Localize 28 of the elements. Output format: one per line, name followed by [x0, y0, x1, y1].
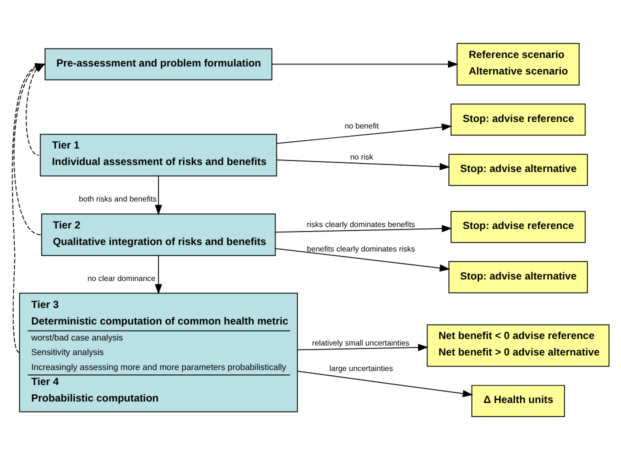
arrow — [272, 60, 458, 68]
edge-label: no benefit — [344, 120, 379, 130]
node-box: Stop: advise reference — [450, 103, 586, 136]
edge-label: relatively small uncertainties — [312, 338, 410, 348]
edge-label: no risk — [350, 152, 374, 162]
node-box: Tier 3 Deterministic computation of common health metric worst/bad case analysis Sensitivity analysis Increasingly assessing more and more parameters probabilistically Tier 4 Probabilistic computation — [19, 292, 298, 412]
node-box: Net benefit < 0 advise reference Net benefit > 0 advise alternative — [426, 324, 610, 366]
edge-label: both risks and benefits — [78, 194, 157, 203]
node-box: Tier 2 Qualitative integration of risks and benefits — [41, 213, 276, 256]
node-box: Tier 1 Individual assessment of risks and benefits — [40, 133, 278, 176]
edge-label: no clear dominance — [88, 273, 156, 282]
edge-label: risks clearly dominates benefits — [306, 220, 416, 229]
arrow — [275, 248, 450, 272]
node-box: Pre-assessment and problem formulation — [44, 48, 272, 80]
arrow — [275, 224, 452, 232]
node-box: Stop: advise alternative — [448, 153, 588, 186]
arrow — [154, 175, 162, 215]
node-box: Stop: advise alternative — [448, 260, 588, 293]
edge-label: benefits clearly dominates risks — [306, 244, 416, 253]
node-box: Stop: advise reference — [450, 210, 586, 242]
edge-label: large uncertainties — [329, 363, 394, 372]
arrow — [154, 254, 162, 294]
arrow — [297, 370, 474, 397]
arrow — [297, 343, 428, 351]
node-box: Δ Health units — [471, 384, 565, 416]
arrow — [276, 159, 450, 170]
arrow — [276, 123, 452, 144]
node-box: Reference scenario Alternative scenario — [456, 42, 580, 85]
